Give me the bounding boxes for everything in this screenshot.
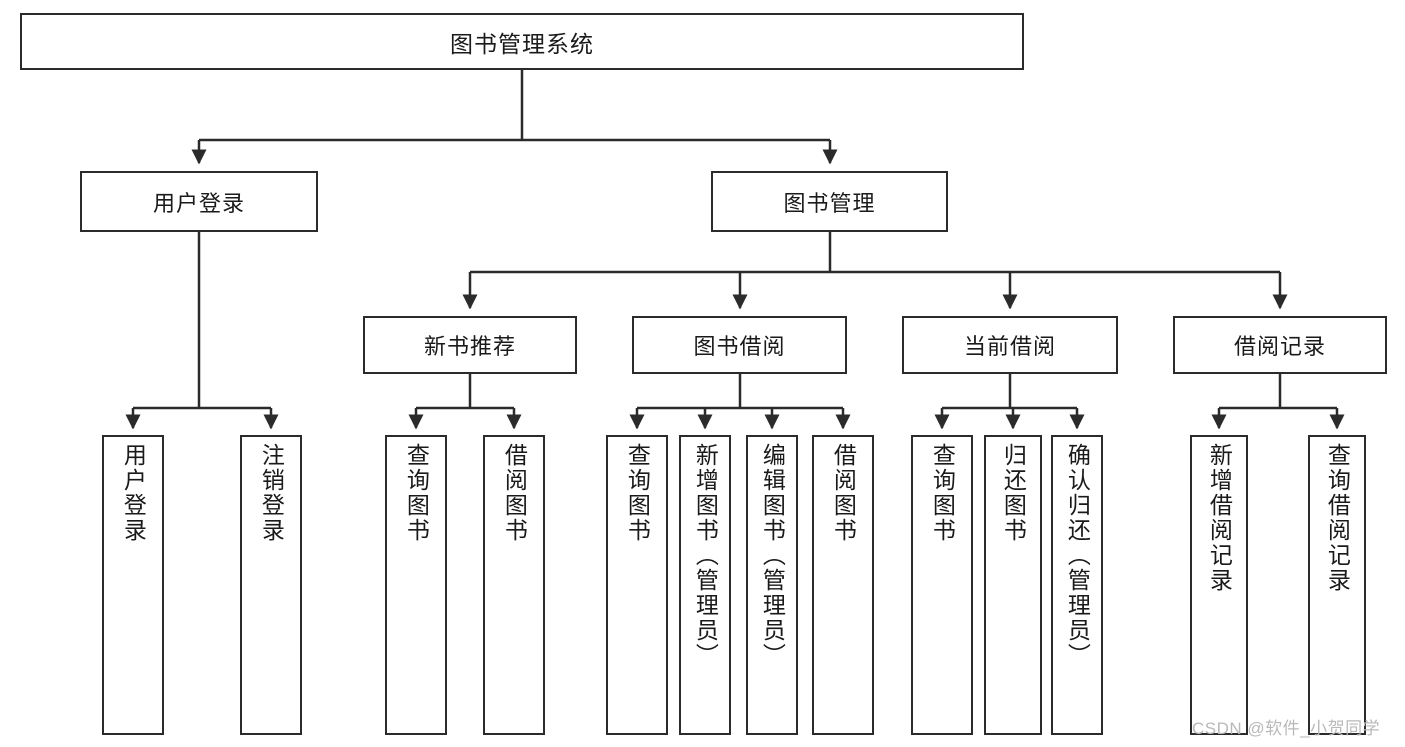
- leaf-query-book-borrow-label: 查询图书: [624, 443, 651, 543]
- leaf-query-book-borrow[interactable]: 查询图书: [606, 435, 668, 735]
- node-new-book-recommend-label: 新书推荐: [423, 334, 516, 359]
- leaf-logout[interactable]: 注销登录: [240, 435, 302, 735]
- csdn-watermark: CSDN @软件_小贺同学: [1192, 719, 1381, 738]
- leaf-add-book-admin[interactable]: 新增图书（管理员）: [679, 435, 731, 735]
- leaf-edit-book-admin-label: 编辑图书（管理员）: [759, 443, 786, 668]
- node-book-management[interactable]: 图书管理: [711, 171, 948, 232]
- node-root[interactable]: 图书管理系统: [20, 13, 1024, 70]
- node-user-login-label: 用户登录: [152, 190, 245, 216]
- leaf-borrow-book[interactable]: 借阅图书: [812, 435, 874, 735]
- leaf-logout-label: 注销登录: [258, 443, 285, 543]
- leaf-return-book-label: 归还图书: [1000, 443, 1027, 543]
- node-book-management-label: 图书管理: [783, 190, 876, 216]
- node-borrow-records-label: 借阅记录: [1233, 334, 1326, 359]
- leaf-add-borrow-record-label: 新增借阅记录: [1206, 443, 1233, 593]
- leaf-confirm-return-admin[interactable]: 确认归还（管理员）: [1051, 435, 1103, 735]
- node-user-login[interactable]: 用户登录: [80, 171, 318, 232]
- node-current-borrow[interactable]: 当前借阅: [902, 316, 1118, 374]
- leaf-query-book-current[interactable]: 查询图书: [911, 435, 973, 735]
- node-root-label: 图书管理系统: [450, 30, 594, 57]
- leaf-query-borrow-record[interactable]: 查询借阅记录: [1308, 435, 1366, 735]
- leaf-query-book-current-label: 查询图书: [929, 443, 956, 543]
- node-borrow-records[interactable]: 借阅记录: [1173, 316, 1387, 374]
- leaf-confirm-return-admin-label: 确认归还（管理员）: [1064, 443, 1091, 668]
- leaf-add-book-admin-label: 新增图书（管理员）: [692, 443, 719, 668]
- leaf-return-book[interactable]: 归还图书: [984, 435, 1042, 735]
- leaf-edit-book-admin[interactable]: 编辑图书（管理员）: [746, 435, 798, 735]
- node-book-borrow-label: 图书借阅: [693, 334, 786, 359]
- leaf-add-borrow-record[interactable]: 新增借阅记录: [1190, 435, 1248, 735]
- leaf-query-book-recommend[interactable]: 查询图书: [385, 435, 447, 735]
- node-new-book-recommend[interactable]: 新书推荐: [363, 316, 577, 374]
- leaf-borrow-book-recommend[interactable]: 借阅图书: [483, 435, 545, 735]
- leaf-borrow-book-label: 借阅图书: [830, 443, 857, 543]
- leaf-query-book-recommend-label: 查询图书: [403, 443, 430, 543]
- node-current-borrow-label: 当前借阅: [963, 334, 1056, 359]
- leaf-user-login-label: 用户登录: [120, 443, 147, 543]
- leaf-borrow-book-recommend-label: 借阅图书: [501, 443, 528, 543]
- leaf-user-login[interactable]: 用户登录: [102, 435, 164, 735]
- leaf-query-borrow-record-label: 查询借阅记录: [1324, 443, 1351, 593]
- node-book-borrow[interactable]: 图书借阅: [632, 316, 847, 374]
